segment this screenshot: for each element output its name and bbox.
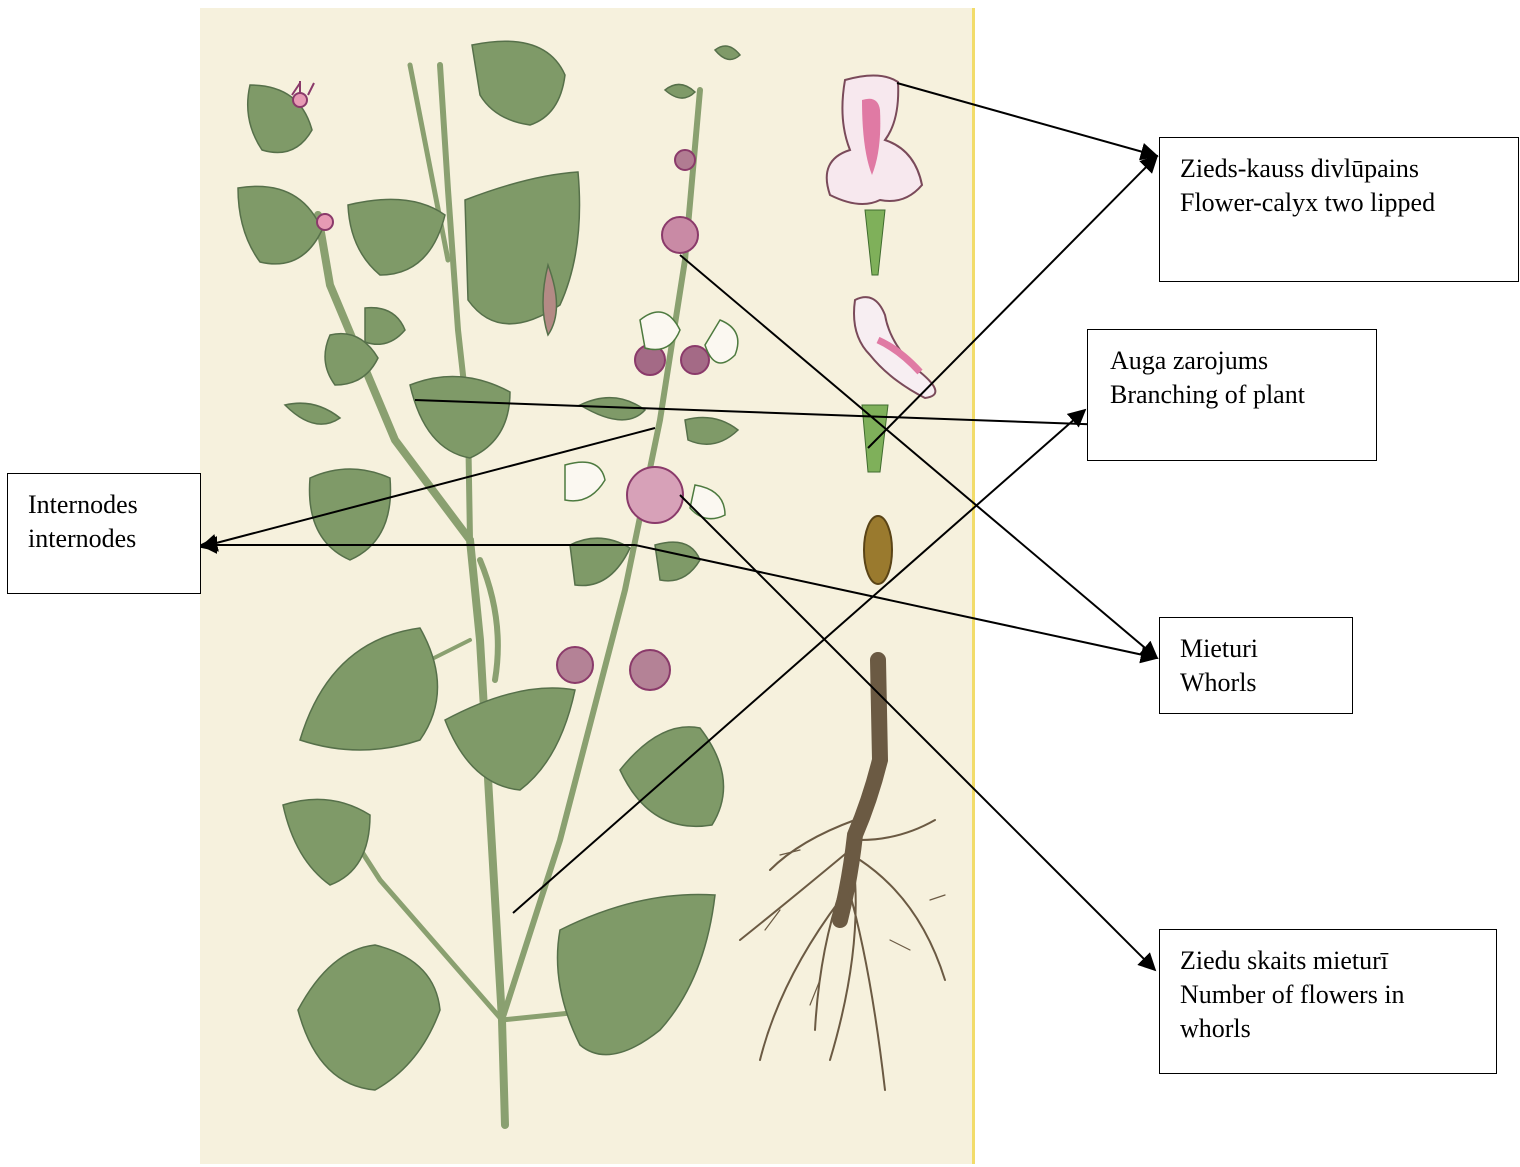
arrow-flower (897, 83, 1157, 156)
arrow-branching (415, 400, 1110, 425)
leaf (348, 199, 445, 275)
label-en: Branching of plant (1110, 378, 1356, 412)
flower-detail (827, 75, 936, 472)
label-number-of-flowers: Ziedu skaits mieturī Number of flowers i… (1159, 929, 1497, 1074)
label-internodes: Internodes internodes (7, 473, 201, 594)
leaf (285, 403, 340, 424)
plant-leaves (238, 41, 740, 1090)
leaf (238, 186, 322, 264)
leaf (445, 688, 575, 790)
leaf (558, 894, 716, 1054)
label-branching: Auga zarojums Branching of plant (1087, 329, 1377, 461)
root-system (740, 660, 945, 1090)
flower-whorls (292, 81, 709, 690)
arrow-whorls (680, 255, 1157, 658)
leaf (472, 41, 565, 125)
label-lv: Ziedu skaits mieturī (1180, 944, 1476, 978)
leaf (283, 799, 370, 885)
leaf (365, 308, 405, 345)
leaf (410, 376, 510, 458)
label-en: Whorls (1180, 666, 1332, 700)
arrow-whorls (635, 545, 1157, 658)
leaf (685, 418, 738, 445)
label-en: internodes (28, 522, 180, 556)
leaf (300, 628, 438, 750)
label-lv: Zieds-kauss divlūpains (1180, 152, 1498, 186)
leaf (665, 84, 695, 98)
label-en: Flower-calyx two lipped (1180, 186, 1498, 220)
label-en: Number of flowers in whorls (1180, 978, 1476, 1046)
leaf (465, 172, 580, 324)
leaf (655, 542, 700, 581)
seed (864, 516, 892, 584)
leaf (715, 46, 740, 59)
label-lv: Auga zarojums (1110, 344, 1356, 378)
label-lv: Mieturi (1180, 632, 1332, 666)
label-whorls: Mieturi Whorls (1159, 617, 1353, 714)
label-flower-calyx: Zieds-kauss divlūpains Flower-calyx two … (1159, 137, 1519, 282)
leaf (298, 945, 440, 1090)
arrow-number-of-flowers (680, 495, 1155, 970)
label-lv: Internodes (28, 488, 180, 522)
